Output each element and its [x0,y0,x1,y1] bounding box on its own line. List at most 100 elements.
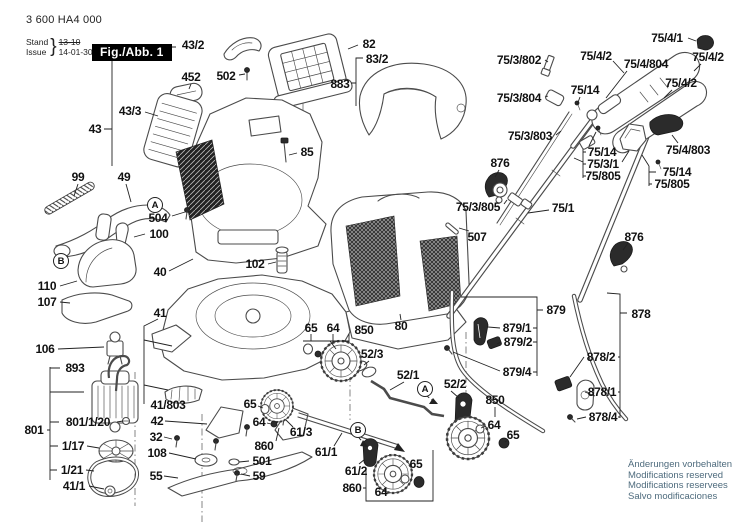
part-label-75-14: 75/14 [587,145,617,159]
part-label-860: 860 [254,439,274,453]
part-label-75-3-805: 75/3/805 [455,200,501,214]
leader-line [168,452,197,460]
part-label-61-3: 61/3 [289,425,313,439]
rings-and-nuts [260,343,510,488]
leader-line [285,419,294,428]
part-label-75-1: 75/1 [551,201,575,215]
wire-hook-893 [107,354,131,392]
part-label-75-4-803: 75/4/803 [665,143,711,157]
leader-line [687,37,697,42]
note-line-es: Salvo modificaciones [628,490,718,502]
screws-75-14 [574,100,662,170]
screw-801-1-20 [121,416,131,426]
axle-61-1 [297,412,405,452]
leader-line [452,351,501,372]
leader-line [133,233,146,238]
part-label-501: 501 [252,454,272,468]
part-label-83-2: 83/2 [365,52,389,66]
part-label-107: 107 [37,295,57,309]
bracket-75-pair [641,154,656,186]
handle-clip-43-2 [223,37,262,61]
leader-line [487,326,501,329]
grass-box-80 [330,191,470,325]
part-label-801: 801 [24,423,44,437]
leader-line [363,360,370,366]
part-label-41: 41 [153,306,167,320]
bracket-41 [143,318,173,404]
hub-108 [194,453,218,467]
leader-line [584,391,596,397]
modifications-note: Änderungen vorbehalten Modifications res… [628,459,732,502]
stand-value: 13-10 [58,37,81,47]
part-label-52-1: 52/1 [396,368,420,382]
part-label-879: 879 [546,303,566,317]
leader-line [504,439,509,443]
stand-label: Stand [26,37,49,47]
part-label-64: 64 [374,485,388,499]
part-label-75-3-803: 75/3/803 [507,129,553,143]
bar-878 [571,293,629,422]
part-label-99: 99 [71,170,85,184]
part-label-64: 64 [326,321,340,335]
leader-line [612,60,625,74]
part-label-65: 65 [304,321,318,335]
plate-42 [205,406,244,439]
bracket-850-left [303,334,350,350]
bracket-801 [47,367,84,480]
part-label-75-3-804: 75/3/804 [496,91,542,105]
leader-line [544,95,549,98]
leader-line [693,63,702,72]
part-label-40: 40 [153,265,167,279]
part-label-75-4-2: 75/4/2 [692,50,724,64]
deck-screws [174,424,250,451]
leader-line [494,169,500,178]
leader-line [86,445,100,449]
part-label-52-3: 52/3 [360,347,384,361]
axle-52-1 [370,379,445,418]
pin-507 [445,222,459,235]
part-label-41-1: 41/1 [62,479,86,493]
part-label-65: 65 [506,428,520,442]
clamp-876-right [609,241,633,273]
part-label-42: 42 [150,414,164,428]
brace-glyph: } [50,36,57,57]
leader-line [164,420,208,425]
hex-nut-75-3-1 [619,123,647,152]
cover-110 [77,239,137,288]
part-label-59: 59 [252,469,266,483]
rod-75-3-803 [496,111,573,226]
part-label-75-3-1: 75/3/1 [587,157,619,171]
screw-878-4 [567,414,576,423]
part-label-850: 850 [354,323,374,337]
part-106 [106,331,124,365]
part-label-64: 64 [252,415,266,429]
sleeve-75-3-804 [545,89,565,107]
part-label-41-803: 41/803 [150,398,186,412]
leader-line [188,83,192,90]
leader-line [347,44,359,50]
part-label-65: 65 [409,457,423,471]
leader-line [59,301,71,304]
parts-75-4-804 [579,94,622,150]
knob-75-3-805 [492,182,533,210]
bolt-41-1 [104,485,116,497]
leader-line [240,473,251,477]
part-label-1-21: 1/21 [60,463,84,477]
part-label-507: 507 [467,230,487,244]
part-label-43-3: 43/3 [118,104,142,118]
part-label-502: 502 [216,69,236,83]
leader-line [333,432,343,447]
leader-line [496,341,502,345]
part-label-55: 55 [149,469,163,483]
strip-99 [44,181,95,215]
part-label-879-2: 879/2 [503,335,533,349]
part-label-61-2: 61/2 [344,464,368,478]
bar-879 [449,289,546,434]
part-label-43-2: 43/2 [181,38,205,52]
part-label-879-1: 879/1 [502,321,532,335]
part-label-49: 49 [117,170,131,184]
part-label-893: 893 [65,361,85,375]
part-label-878-4: 878/4 [588,410,618,424]
leader-line [116,420,124,423]
screw-502 [244,67,250,81]
